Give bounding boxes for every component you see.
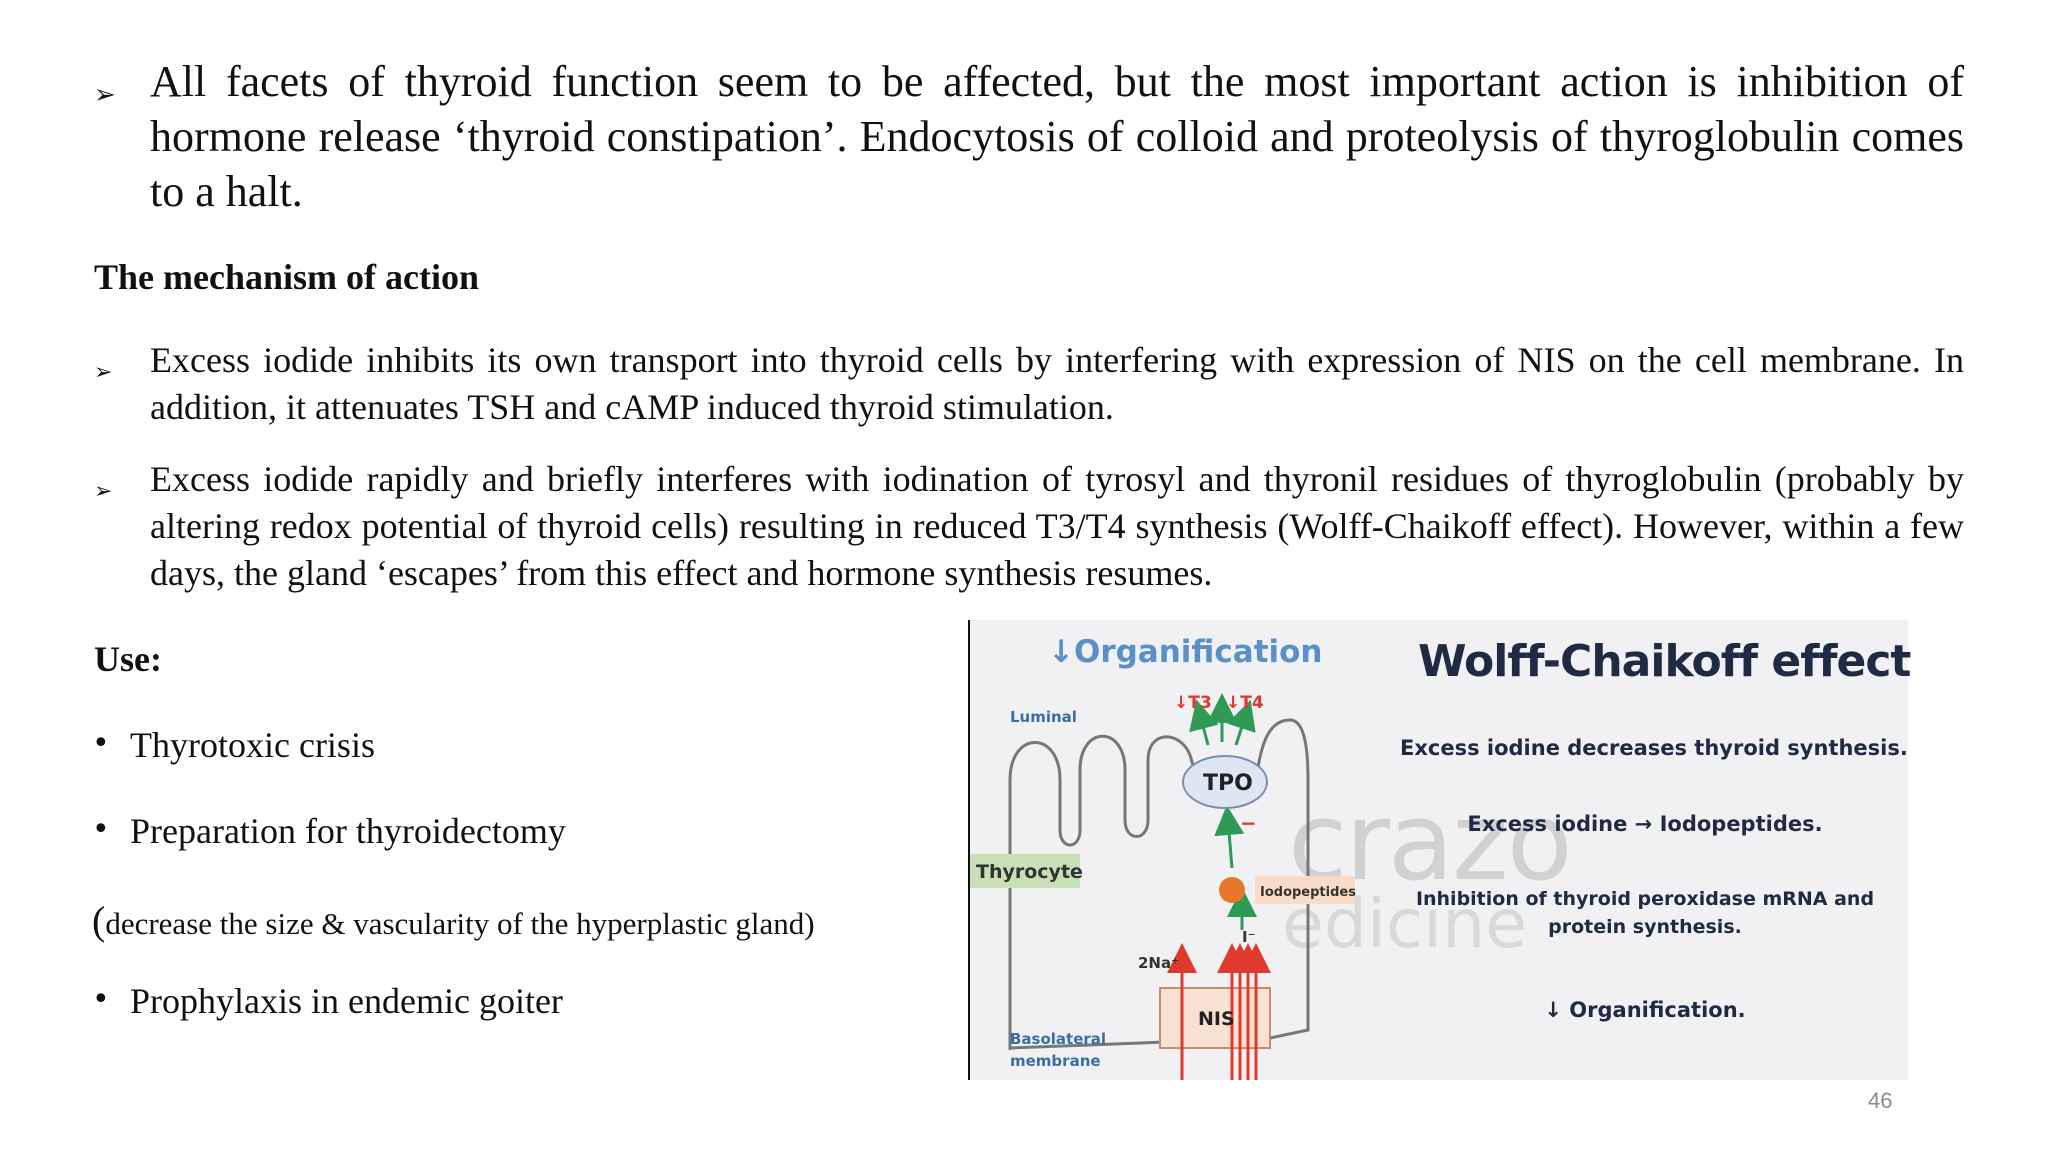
- thyrocyte-label-bg: [970, 854, 1080, 888]
- tpo-enzyme: [1182, 755, 1268, 809]
- t4-label: ↓T4: [1226, 693, 1264, 713]
- thyrocyte-diagram: Luminal Thyrocyte TPO ↓T3 ↓T4 − Iodopept…: [970, 693, 1356, 1080]
- figure-line: Inhibition of thyroid peroxidase mRNA an…: [1415, 888, 1875, 910]
- page-number: 46: [1868, 1088, 1893, 1113]
- membrane-label: membrane: [1010, 1052, 1101, 1070]
- figure-line: protein synthesis.: [1548, 916, 1742, 938]
- iodopeptides-label: Iodopeptides: [1260, 885, 1356, 900]
- use-item-text: Prophylaxis in endemic goiter: [130, 981, 563, 1021]
- bullet-text: Excess iodide inhibits its own transport…: [150, 340, 1964, 427]
- organification-heading: ↓Organification: [1048, 634, 1323, 670]
- inhibition-minus: −: [1240, 811, 1257, 835]
- nis-transporter: [1159, 987, 1271, 1049]
- bullet-dot-icon: •: [92, 726, 110, 761]
- bullet-dot-icon: •: [92, 812, 110, 847]
- figure-title: Wolff-Chaikoff effect: [1418, 636, 1911, 687]
- bullet-arrow-icon: ➢: [94, 80, 116, 110]
- bullet-arrow-icon: ➢: [94, 479, 113, 504]
- bullet-text: Excess iodide rapidly and briefly interf…: [150, 459, 1964, 593]
- thyrocyte-label: Thyrocyte: [976, 861, 1083, 883]
- sodium-label: 2Na⁺: [1138, 954, 1179, 972]
- mechanism-heading: The mechanism of action: [94, 257, 479, 297]
- bullet-dot-icon: •: [92, 982, 110, 1017]
- use-item-text: Thyrotoxic crisis: [130, 725, 375, 765]
- bullet-text: All facets of thyroid function seem to b…: [150, 57, 1964, 216]
- nis-label: NIS: [1198, 1008, 1235, 1030]
- cell-membrane: [1008, 718, 1310, 1050]
- bullet-arrow-icon: ➢: [94, 360, 113, 385]
- figure-line: Excess iodine decreases thyroid synthesi…: [1400, 736, 1908, 760]
- iodide-label: I⁻: [1242, 928, 1256, 946]
- t3-label: ↓T3: [1174, 693, 1212, 713]
- basolateral-label: Basolateral: [1010, 1030, 1106, 1048]
- use-item-text: Preparation for thyroidectomy: [130, 811, 566, 851]
- wolff-chaikoff-figure: crazo edicine: [970, 620, 1911, 1080]
- figure-line: Excess iodine → Iodopeptides.: [1467, 812, 1823, 836]
- use-heading: Use:: [94, 639, 162, 679]
- note-paren: (: [92, 898, 106, 943]
- tpo-label: TPO: [1203, 771, 1253, 796]
- use-note: (decrease the size & vascularity of the …: [92, 897, 815, 944]
- note-text: decrease the size & vascularity of the h…: [105, 906, 815, 941]
- figure-line: ↓ Organification.: [1544, 998, 1746, 1022]
- iodopeptide-dot: [1219, 877, 1245, 903]
- luminal-label: Luminal: [1010, 708, 1077, 726]
